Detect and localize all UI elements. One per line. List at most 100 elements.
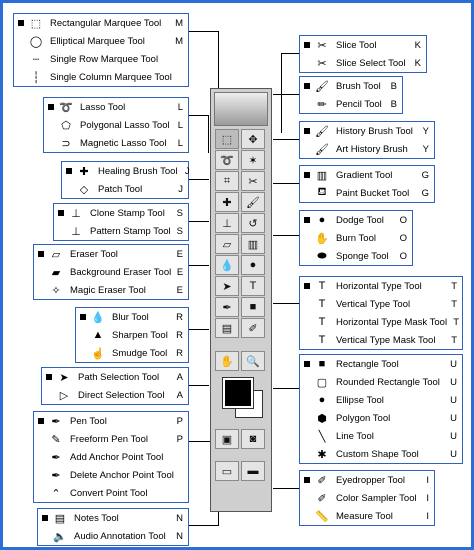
tool-item[interactable]: ┄Single Row Marquee Tool bbox=[14, 50, 188, 68]
tb-stamp-icon[interactable]: ⊥ bbox=[215, 213, 239, 233]
shortcut-key: Y bbox=[422, 143, 429, 155]
selected-marker bbox=[304, 361, 310, 367]
tool-label: Clone Stamp Tool bbox=[90, 207, 165, 219]
tool-item[interactable]: ✒Add Anchor Point Tool bbox=[34, 448, 188, 466]
tb-marquee-icon[interactable]: ⬚ bbox=[215, 129, 239, 149]
connector-line bbox=[273, 139, 299, 140]
audio-annotation-icon: 🔈 bbox=[53, 530, 67, 543]
selected-marker bbox=[46, 374, 52, 380]
tb-eraser-icon[interactable]: ▱ bbox=[215, 234, 239, 254]
tb-pen-icon[interactable]: ✒ bbox=[215, 297, 239, 317]
tb-brush-icon[interactable]: 🖌 bbox=[241, 192, 265, 212]
slice-icon: ✂ bbox=[317, 39, 327, 52]
tool-item[interactable]: ⌃Convert Point Tool bbox=[34, 484, 188, 502]
shortcut-key: U bbox=[450, 412, 457, 424]
tb-move-icon[interactable]: ✥ bbox=[241, 129, 265, 149]
tb-slice-icon[interactable]: ✂ bbox=[241, 171, 265, 191]
tool-item[interactable]: ✒Delete Anchor Point Tool bbox=[34, 466, 188, 484]
tb-hand-icon[interactable]: ✋ bbox=[215, 351, 239, 371]
shortcut-key: U bbox=[450, 430, 457, 442]
shortcut-key: S bbox=[176, 225, 183, 237]
connector-line bbox=[273, 488, 299, 489]
tb-magic-wand-icon[interactable]: ✶ bbox=[241, 150, 265, 170]
tb-notes-icon[interactable]: ▤ bbox=[215, 318, 239, 338]
tool-label: Magnetic Lasso Tool bbox=[80, 137, 167, 149]
connector-line bbox=[189, 221, 209, 222]
tool-label: Healing Brush Tool bbox=[98, 165, 178, 177]
tb-lasso-icon[interactable]: ➰ bbox=[215, 150, 239, 170]
tb-gradient-icon[interactable]: ▥ bbox=[241, 234, 265, 254]
tb-dodge-icon[interactable]: ● bbox=[241, 255, 265, 275]
tb-type-icon[interactable]: T bbox=[241, 276, 265, 296]
tb-blur-icon[interactable]: 💧 bbox=[215, 255, 239, 275]
shortcut-key: P bbox=[176, 433, 183, 445]
connector-line bbox=[281, 53, 282, 133]
tb-standard-mode-icon[interactable]: ▣ bbox=[215, 429, 239, 449]
shortcut-key: U bbox=[450, 394, 457, 406]
tb-zoom-icon[interactable]: 🔍 bbox=[241, 351, 265, 371]
tool-item[interactable]: ┆Single Column Marquee Tool bbox=[14, 68, 188, 86]
tb-eyedropper-icon[interactable]: ✐ bbox=[241, 318, 265, 338]
tb-history-brush-icon[interactable]: ↺ bbox=[241, 213, 265, 233]
tb-quickmask-icon[interactable]: ◙ bbox=[241, 429, 265, 449]
tb-crop-icon[interactable]: ⌗ bbox=[215, 171, 239, 191]
polygon-icon: ⬢ bbox=[317, 412, 327, 425]
slice-select-icon: ✂ bbox=[317, 57, 327, 70]
tool-label: Measure Tool bbox=[336, 510, 393, 522]
tb-healing-icon[interactable]: ✚ bbox=[215, 192, 239, 212]
shortcut-key: O bbox=[399, 214, 407, 226]
tb-path-selection-icon[interactable]: ➤ bbox=[215, 276, 239, 296]
foreground-color-swatch[interactable] bbox=[222, 377, 254, 409]
tb-fullscreen-icon[interactable]: ▬ bbox=[241, 461, 265, 481]
eraser-icon: ▱ bbox=[51, 248, 61, 261]
tb-shape-icon[interactable]: ■ bbox=[241, 297, 265, 317]
tb-screen-mode-icon[interactable]: ▭ bbox=[215, 461, 239, 481]
